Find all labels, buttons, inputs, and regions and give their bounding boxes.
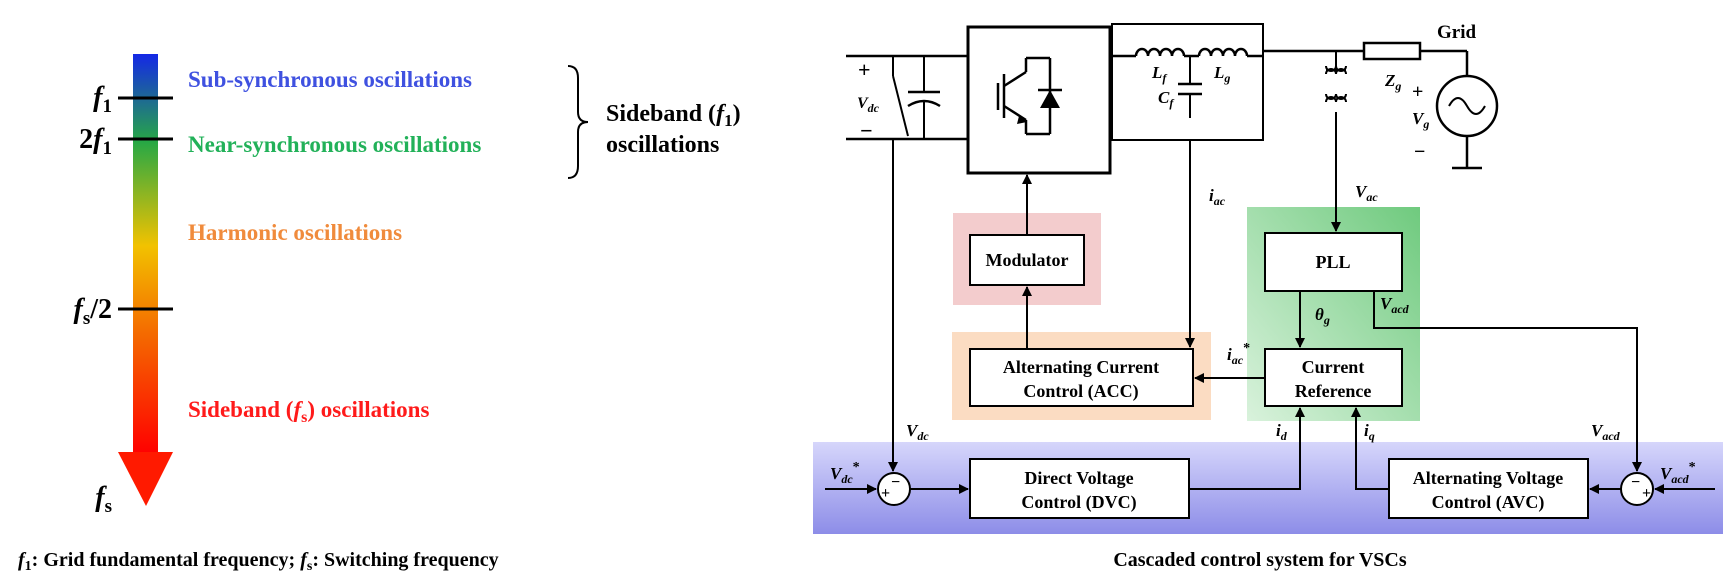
label-iac-ref: iac* [1227,341,1250,367]
tick-label-fs: fs [95,482,112,517]
svg-text:−: − [1631,474,1640,491]
brace-label: Sideband (f1) [606,101,741,130]
acc-block [969,348,1194,407]
band-sideband-fs: Sideband (fs) oscillations [188,397,429,426]
acc-label-2: Control (ACC) [1023,381,1138,402]
dvc-label-2: Control (DVC) [1021,492,1136,513]
avc-label-1: Alternating Voltage [1413,468,1564,488]
label-iq: iq [1364,421,1375,443]
cref-label-2: Reference [1295,381,1372,401]
vdc-plus: + [858,57,871,82]
svg-text:+: + [1642,485,1651,502]
band-harmonic: Harmonic oscillations [188,220,402,245]
acc-label-1: Alternating Current [1003,357,1159,377]
label-vg: Vg [1412,109,1429,131]
diode-icon [1040,90,1060,108]
vdc-minus: − [860,118,873,143]
label-iac: iac [1209,186,1226,208]
label-lf: Lf [1151,63,1167,85]
grid-impedance [1362,41,1422,61]
tick-label-2f1: 2f1 [79,124,112,159]
brace-label-line2: oscillations [606,132,719,158]
svg-text:−: − [891,474,900,491]
grid-label: Grid [1437,22,1476,43]
pll-label: PLL [1315,252,1350,272]
inductor-lg [1197,47,1249,57]
spectrum-bar [133,54,158,454]
label-id: id [1276,421,1288,443]
tick-label-f1: f1 [93,82,112,117]
lcl-filter-box [1111,23,1264,141]
label-vac: Vac [1355,182,1378,204]
band-near-synchronous: Near-synchronous oscillations [188,132,481,157]
frequency-spectrum: f1 2f1 fs/2 fs Sub-synchronous oscillati… [18,54,741,574]
sine-icon [1448,97,1486,115]
dvc-label-1: Direct Voltage [1024,468,1133,488]
tick-label-fs-half: fs/2 [73,294,112,329]
label-vacd-pll: Vacd [1380,294,1410,316]
current-reference-block [1264,348,1403,407]
dvc-block [969,458,1190,519]
svg-text:+: + [881,485,890,502]
label-vacd-ref: Vacd* [1660,460,1696,486]
diagram-caption: Cascaded control system for VSCs [1113,549,1407,571]
label-vdc-ref: Vdc* [830,460,860,486]
modulator-label: Modulator [986,250,1069,270]
control-diagram: + − Vdc [813,22,1723,571]
label-vdc-feedback: Vdc [906,421,929,443]
cref-label-1: Current [1302,357,1365,377]
vg-minus: − [1414,141,1425,163]
spectrum-arrowhead [118,452,173,506]
label-vdc-input: Vdc [857,95,880,115]
modulator-block [969,234,1085,286]
avc-block [1388,458,1589,519]
label-cf: Cf [1158,88,1174,110]
inverter-box [966,25,1112,175]
avc-label-2: Control (AVC) [1432,492,1545,513]
label-zg: Zg [1384,71,1401,93]
label-vacd-feedback: Vacd [1591,421,1621,443]
brace [567,65,589,179]
band-sub-synchronous: Sub-synchronous oscillations [188,67,472,92]
vg-plus: + [1412,81,1423,103]
footnote: f1: Grid fundamental frequency; fs: Swit… [18,549,499,574]
label-theta: θg [1315,305,1330,327]
pll-block [1264,232,1403,292]
inductor-lf [1134,47,1186,57]
label-lg: Lg [1213,63,1230,85]
